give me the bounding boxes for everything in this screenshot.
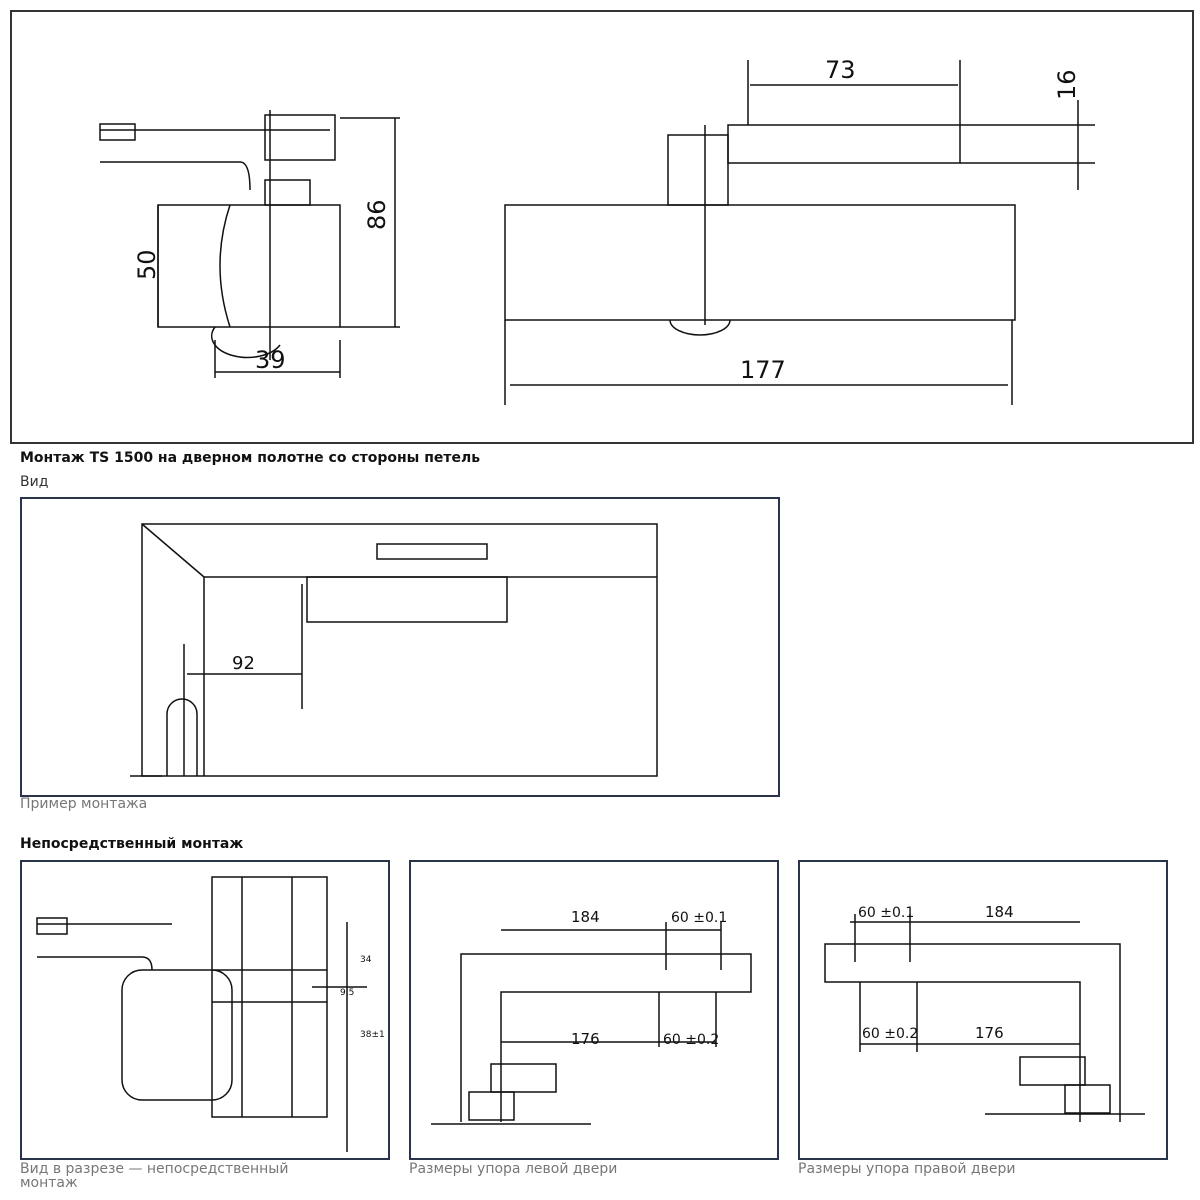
dim-9-5: 9.5 bbox=[340, 988, 354, 998]
dim-184: 184 bbox=[571, 908, 600, 926]
right-door-panel: 60 ±0.1 184 60 ±0.2 176 bbox=[798, 860, 1168, 1160]
direct-title: Непосредственный монтаж bbox=[20, 836, 244, 852]
section-panel: 34 9.5 38±1 bbox=[20, 860, 390, 1160]
view-label: Вид bbox=[20, 474, 49, 490]
top-drawing-panel bbox=[10, 10, 1194, 444]
dim-38: 38±1 bbox=[360, 1030, 385, 1040]
dim-60-02: 60 ±0.2 bbox=[663, 1032, 719, 1048]
left-door-caption: Размеры упора левой двери bbox=[409, 1161, 618, 1177]
section-caption: Вид в разрезе — непосредственный монтаж bbox=[20, 1161, 289, 1191]
dim-16: 16 bbox=[1053, 69, 1081, 100]
dim-60-01: 60 ±0.1 bbox=[671, 910, 727, 926]
dim-176: 176 bbox=[975, 1024, 1004, 1042]
view-caption: Пример монтажа bbox=[20, 796, 148, 812]
dim-60-02: 60 ±0.2 bbox=[862, 1026, 918, 1042]
right-door-caption: Размеры упора правой двери bbox=[798, 1161, 1016, 1177]
dim-60-01: 60 ±0.1 bbox=[858, 905, 914, 921]
left-door-panel: 184 60 ±0.1 176 60 ±0.2 bbox=[409, 860, 779, 1160]
dim-73: 73 bbox=[825, 56, 856, 84]
dim-39: 39 bbox=[255, 346, 286, 374]
dim-184: 184 bbox=[985, 903, 1014, 921]
dim-86: 86 bbox=[363, 199, 391, 230]
dim-176: 176 bbox=[571, 1030, 600, 1048]
dim-50: 50 bbox=[133, 249, 161, 280]
dim-34: 34 bbox=[360, 955, 372, 965]
dim-92: 92 bbox=[232, 653, 255, 674]
view-panel: 92 bbox=[20, 497, 780, 797]
dim-177: 177 bbox=[740, 356, 786, 384]
section-title: Монтаж TS 1500 на дверном полотне со сто… bbox=[20, 450, 481, 466]
